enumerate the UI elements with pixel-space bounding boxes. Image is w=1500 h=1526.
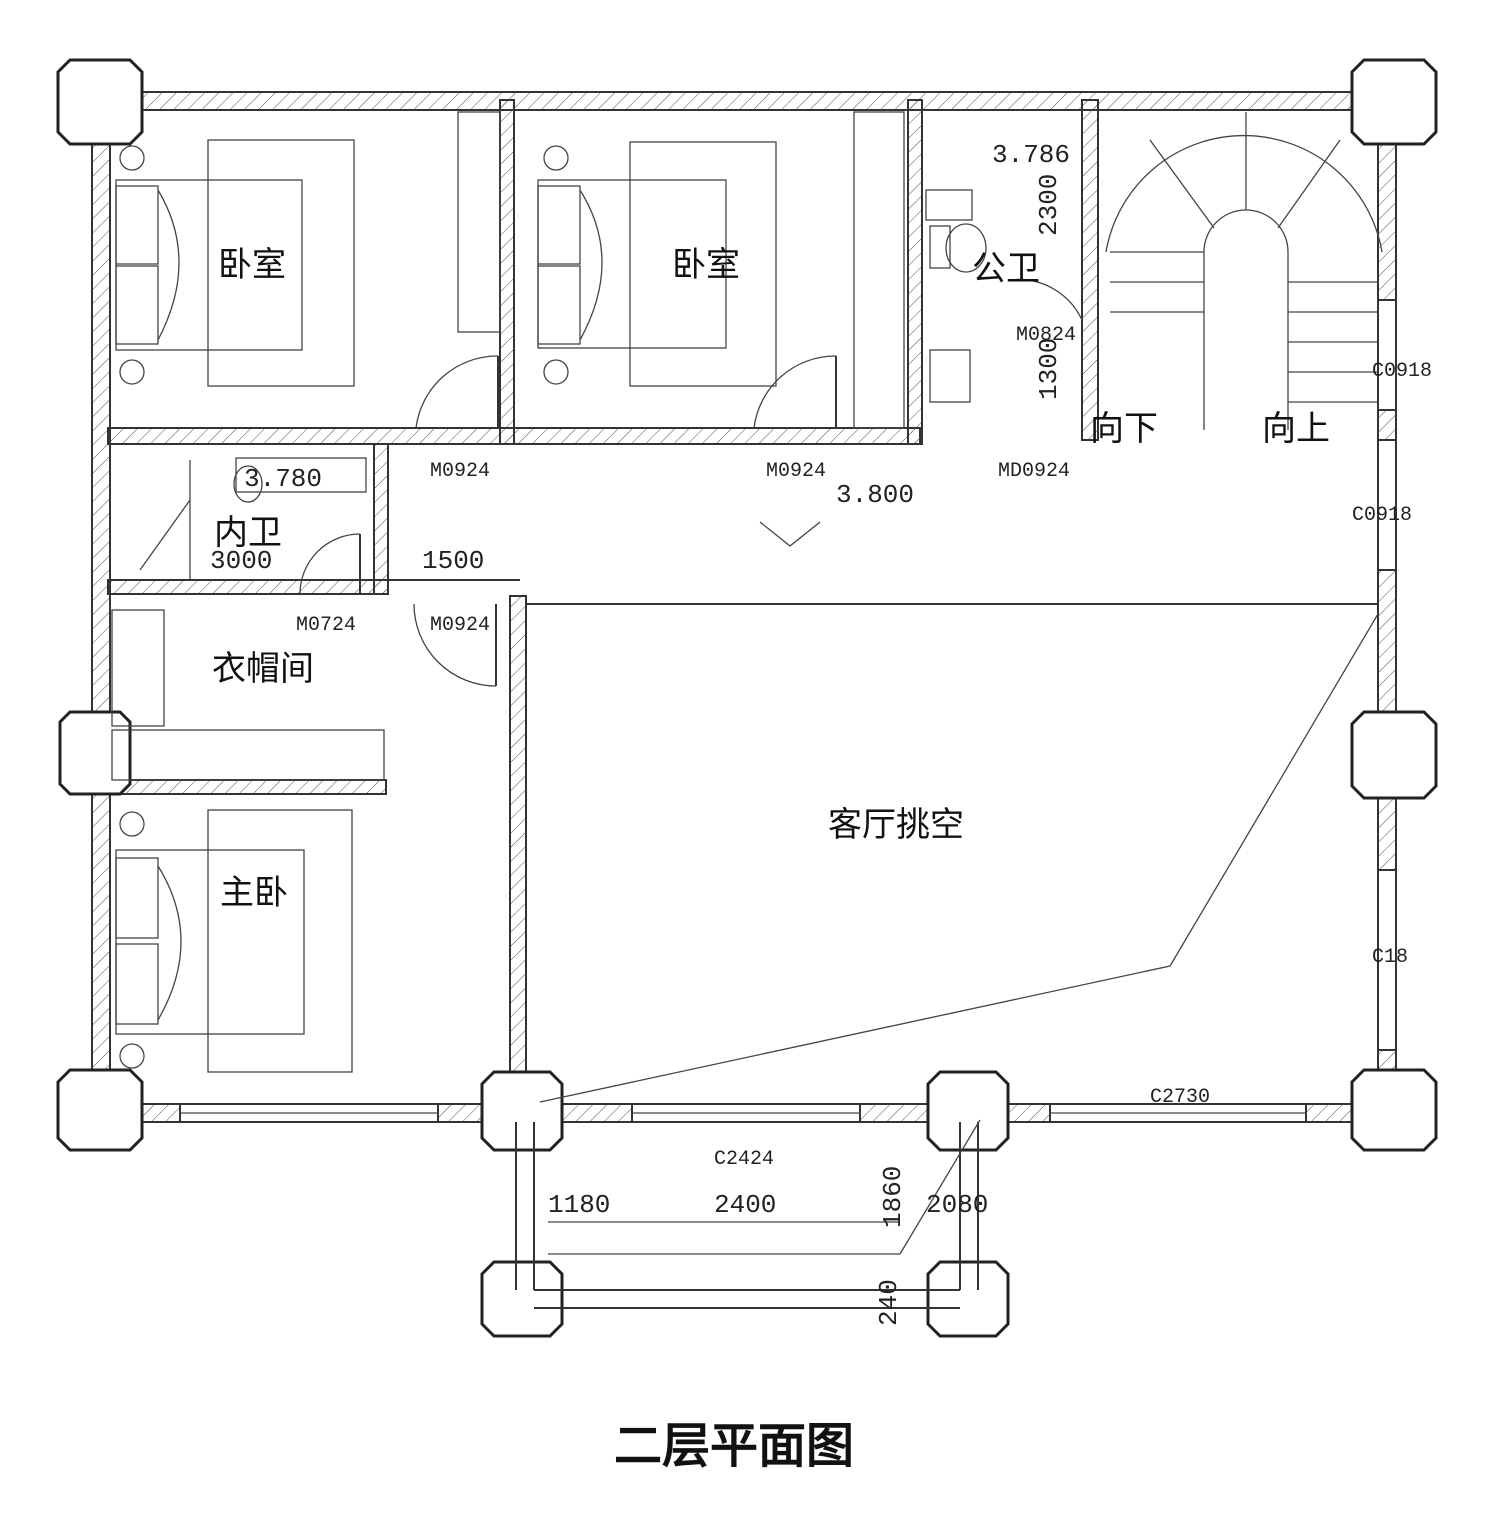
public-bath-fixtures (925, 189, 987, 403)
dim-1180: 1180 (548, 1190, 610, 1220)
bedroom-2-furniture (537, 111, 905, 429)
room-label-master-bedroom: 主卧 (220, 873, 288, 913)
dim-3000: 3000 (210, 546, 272, 576)
opening-codes: M0924 M0924 MD0924 M0824 M0724 M0924 C09… (296, 324, 1432, 1171)
room-label-cloakroom: 衣帽间 (212, 649, 314, 689)
drawing-title: 二层平面图 (614, 1418, 854, 1474)
windows (179, 299, 1397, 1123)
code-m0824: M0824 (1016, 324, 1076, 347)
dimension-labels: 3.786 2300 1300 3.780 3000 1500 3.800 11… (210, 140, 1070, 1326)
staircase (1105, 112, 1383, 430)
master-bedroom-furniture (115, 809, 353, 1073)
stairs-up-label: 向上 (1262, 409, 1330, 449)
room-label-living-void: 客厅挑空 (828, 805, 964, 845)
code-c0918-b: C0918 (1352, 504, 1412, 527)
stairs-down-label: 向下 (1090, 409, 1158, 449)
cloakroom-wardrobes (111, 609, 385, 781)
dim-2080: 2080 (926, 1190, 988, 1220)
dim-1300: 1300 (1034, 338, 1064, 400)
columns (56, 58, 1438, 1338)
room-label-bedroom2: 卧室 (672, 245, 740, 285)
dim-3780: 3.780 (244, 464, 322, 494)
room-label-inner-bath: 内卫 (214, 513, 282, 553)
room-label-public-bath: 公卫 (972, 249, 1040, 289)
dim-1500: 1500 (422, 546, 484, 576)
inner-bath-fixtures (139, 457, 367, 580)
dim-3800: 3.800 (836, 480, 914, 510)
balcony (515, 1119, 981, 1309)
code-c18: C18 (1372, 946, 1408, 969)
doors (299, 278, 1083, 687)
living-void-outline (539, 521, 1379, 1103)
code-c2730: C2730 (1150, 1086, 1210, 1109)
code-m0924-b: M0924 (766, 460, 826, 483)
code-c2424: C2424 (714, 1148, 774, 1171)
exterior-walls (91, 91, 1397, 1123)
dim-3786: 3.786 (992, 140, 1070, 170)
code-c0918-a: C0918 (1372, 360, 1432, 383)
dim-2400: 2400 (714, 1190, 776, 1220)
room-label-bedroom1: 卧室 (218, 245, 286, 285)
code-m0924-c: M0924 (430, 614, 490, 637)
dim-2300: 2300 (1034, 174, 1064, 236)
bedroom-1-furniture (115, 111, 501, 387)
interior-walls (107, 99, 1378, 1107)
dim-240: 240 (874, 1279, 904, 1326)
code-m0724: M0724 (296, 614, 356, 637)
code-m0924-a: M0924 (430, 460, 490, 483)
dim-1860: 1860 (878, 1166, 908, 1228)
room-labels: 卧室 卧室 公卫 内卫 衣帽间 主卧 客厅挑空 向下 向上 (212, 245, 1330, 913)
code-md0924: MD0924 (998, 460, 1070, 483)
